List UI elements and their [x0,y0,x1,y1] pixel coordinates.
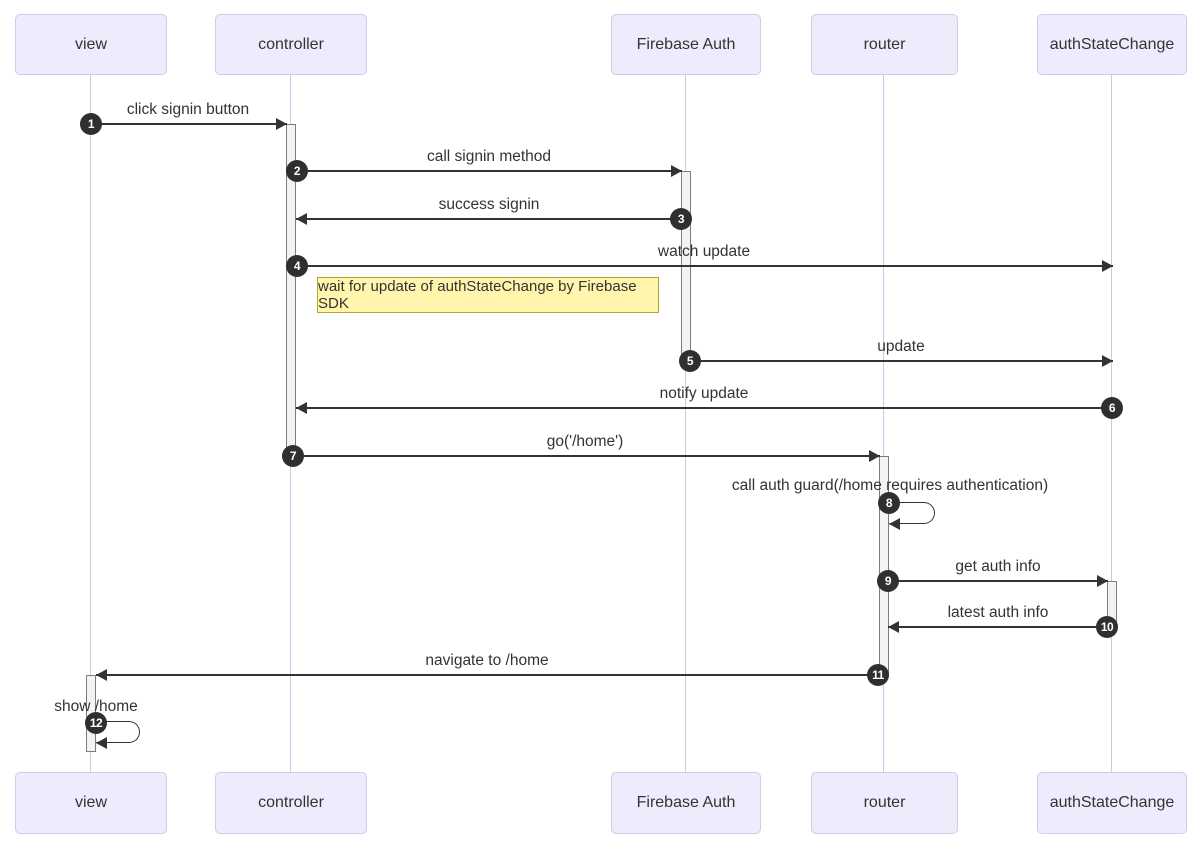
message-line [91,123,287,125]
sequence-number-badge: 11 [867,664,889,686]
message-label: click signin button [126,101,250,118]
message-line [297,170,682,172]
arrowhead-icon [869,450,880,462]
arrowhead-icon [671,165,682,177]
message-line [293,455,880,457]
self-loop [889,502,935,524]
actor-bottom-router: router [811,772,958,834]
sequence-number-badge: 6 [1101,397,1123,419]
arrowhead-icon [1102,260,1113,272]
arrowhead-icon [1102,355,1113,367]
sequence-number-badge: 7 [282,445,304,467]
sequence-number-badge: 2 [286,160,308,182]
arrowhead-icon [96,737,107,749]
message-line [96,674,879,676]
message-line [888,580,1108,582]
arrowhead-icon [96,669,107,681]
actor-top-router: router [811,14,958,75]
actor-bottom-controller: controller [215,772,367,834]
sequence-number-badge: 9 [877,570,899,592]
actor-bottom-authstatechange: authStateChange [1037,772,1187,834]
actor-top-firebase-auth: Firebase Auth [611,14,761,75]
sequence-number-badge: 3 [670,208,692,230]
message-label: latest auth info [947,604,1049,621]
message-label: watch update [657,243,751,260]
actor-top-authstatechange: authStateChange [1037,14,1187,75]
message-line [297,265,1113,267]
message-label: get auth info [955,558,1041,575]
note: wait for update of authStateChange by Fi… [317,277,659,313]
message-line [690,360,1113,362]
sequence-number-badge: 5 [679,350,701,372]
message-label: show /home [54,698,138,715]
actor-bottom-firebase-auth: Firebase Auth [611,772,761,834]
message-line [296,407,1112,409]
lifeline-view [90,75,91,772]
message-line [888,626,1108,628]
sequence-number-badge: 1 [80,113,102,135]
message-label: success signin [438,196,540,213]
message-label: call auth guard(/home requires authentic… [731,477,1049,494]
arrowhead-icon [296,213,307,225]
arrowhead-icon [889,518,900,530]
self-loop [96,721,140,743]
sequence-number-badge: 4 [286,255,308,277]
lifeline-firebase-auth [685,75,686,772]
arrowhead-icon [296,402,307,414]
arrowhead-icon [1097,575,1108,587]
sequence-number-badge: 12 [85,712,107,734]
sequence-number-badge: 10 [1096,616,1118,638]
arrowhead-icon [276,118,287,130]
actor-top-view: view [15,14,167,75]
message-label: navigate to /home [425,652,549,669]
message-label: notify update [659,385,749,402]
arrowhead-icon [888,621,899,633]
actor-bottom-view: view [15,772,167,834]
note-label: wait for update of authStateChange by Fi… [318,278,637,312]
message-line [296,218,681,220]
lifeline-router [883,75,884,772]
message-label: go('/home') [546,433,624,450]
message-label: call signin method [426,148,552,165]
message-label: update [877,338,925,355]
actor-top-controller: controller [215,14,367,75]
sequence-number-badge: 8 [878,492,900,514]
lifeline-authstatechange [1111,75,1112,772]
